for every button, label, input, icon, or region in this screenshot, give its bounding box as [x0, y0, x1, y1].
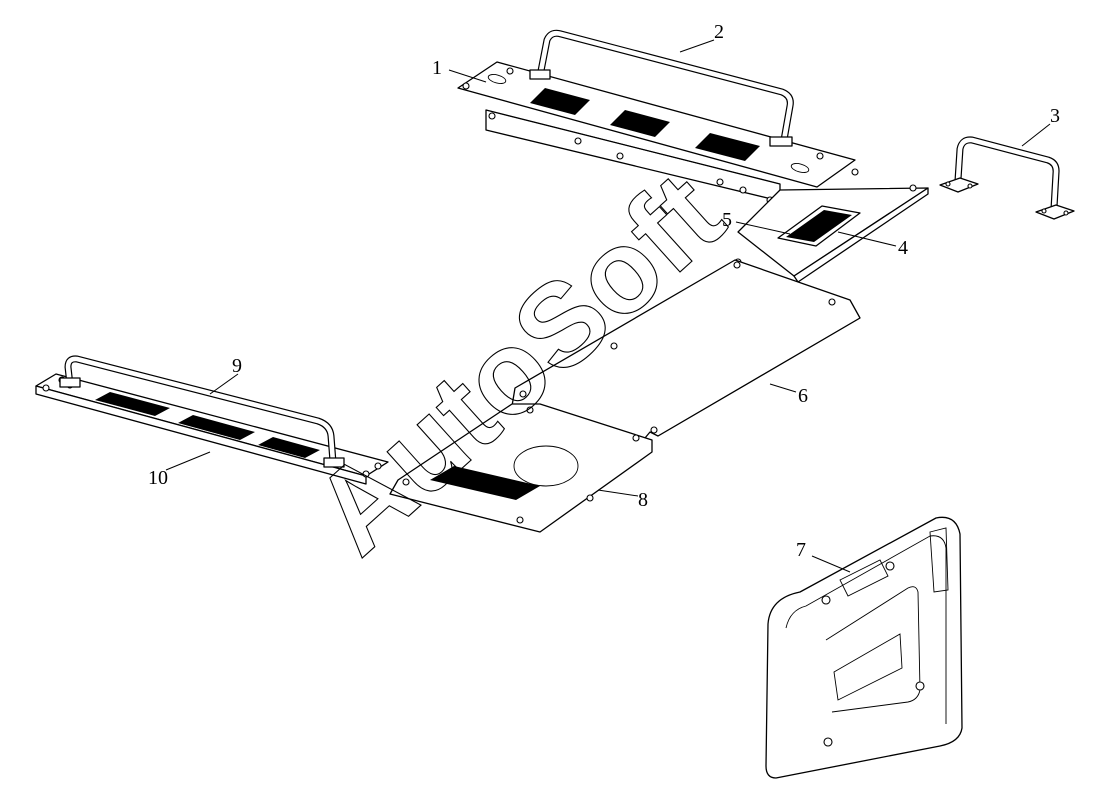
- callout-numbers: 1 2 3 4 5 6 7 8 9 10: [148, 21, 1060, 561]
- part-7-molded-side-panel: [765, 516, 963, 779]
- callout-4: 4: [898, 237, 908, 259]
- callout-9: 9: [232, 355, 242, 377]
- callout-6: 6: [798, 385, 808, 407]
- callout-2: 2: [714, 21, 724, 43]
- callout-5: 5: [722, 209, 732, 231]
- callout-1: 1: [432, 57, 442, 79]
- part-10-side-rail: [35, 373, 389, 485]
- callout-3: 3: [1050, 105, 1060, 127]
- callout-10: 10: [148, 467, 168, 489]
- part-8-floor-plate: [389, 403, 653, 533]
- part-1-top-cover-plate: [457, 61, 856, 204]
- part-2-grab-handle: [529, 29, 794, 147]
- part-1-vent-slots: [530, 88, 760, 161]
- callout-8: 8: [638, 489, 648, 511]
- part-9-rail-handle: [59, 355, 345, 468]
- part-5-honeycomb-pad: [777, 205, 861, 247]
- leader-lines: [165, 39, 1051, 573]
- callout-7: 7: [796, 539, 806, 561]
- part-3-grab-handle: [939, 136, 1075, 220]
